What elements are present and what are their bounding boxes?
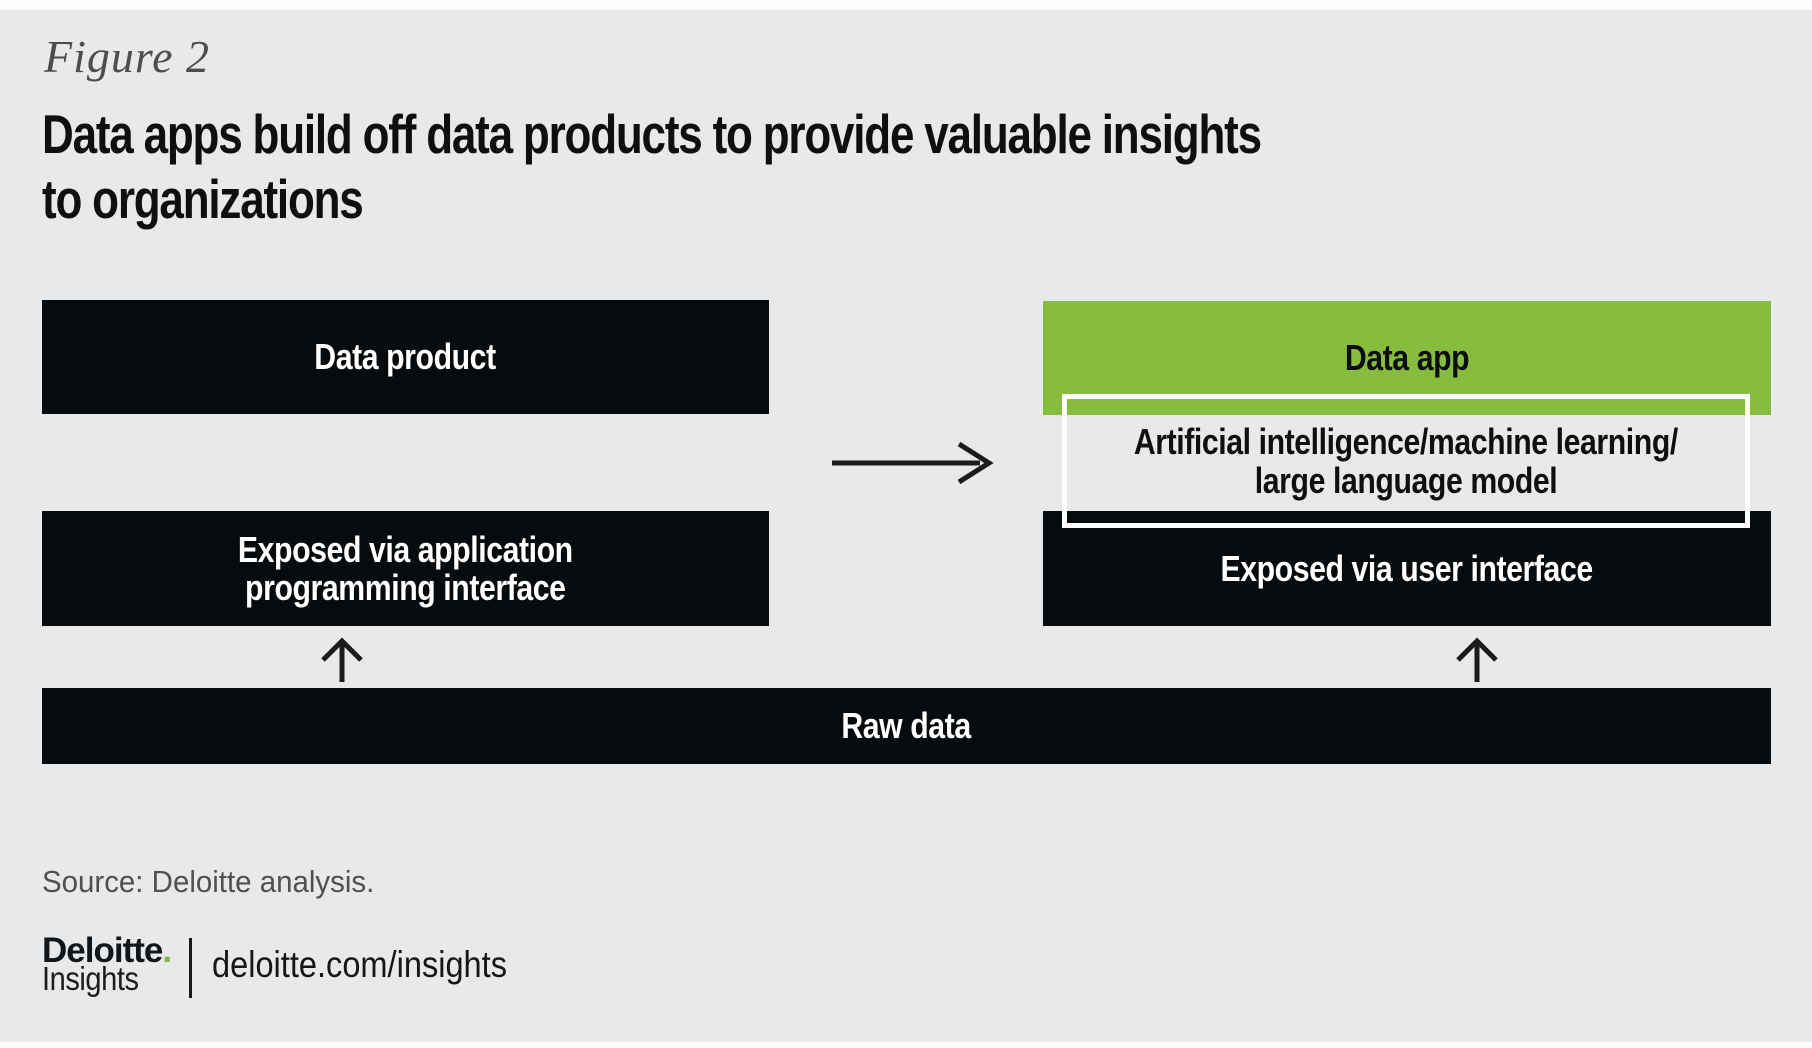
data-product-label: Data product — [314, 336, 497, 377]
raw-data-label: Raw data — [841, 705, 972, 746]
deloitte-logo-wordmark: Deloitte — [42, 931, 163, 970]
ui-box-label: Exposed via user interface — [1220, 547, 1594, 589]
page-title-line-2: to organizations — [42, 168, 364, 230]
deloitte-insights-label: Insights — [42, 960, 139, 997]
ai-overlay-box: Artificial intelligence/machine learning… — [1062, 394, 1750, 528]
figure-label: Figure 2 — [44, 31, 210, 82]
api-box-label: Exposed via application programming inte… — [238, 528, 573, 608]
deloitte-logo: Deloitte. — [42, 931, 172, 971]
ui-box: Exposed via user interface — [1043, 511, 1771, 626]
arrow-up-icon — [321, 637, 363, 682]
deloitte-logo-green-dot: . — [162, 931, 172, 970]
api-box-label-line-1: Exposed via application — [238, 528, 573, 570]
logo-divider — [189, 938, 192, 998]
source-note: Source: Deloitte analysis. — [42, 864, 375, 899]
data-app-label: Data app — [1344, 337, 1470, 378]
raw-data-box: Raw data — [42, 688, 1771, 764]
arrow-right-icon — [832, 441, 994, 485]
page-title-line-1: Data apps build off data products to pro… — [42, 103, 1262, 165]
page-title: Data apps build off data products to pro… — [42, 102, 1566, 232]
arrow-up-icon — [1456, 637, 1498, 682]
site-link[interactable]: deloitte.com/insights — [212, 944, 508, 985]
ai-overlay-label-line-1: Artificial intelligence/machine learning… — [1133, 421, 1679, 462]
ai-overlay-label-line-2: large language model — [1254, 460, 1558, 501]
api-box: Exposed via application programming inte… — [42, 511, 769, 626]
api-box-label-line-2: programming interface — [245, 566, 566, 608]
data-product-box: Data product — [42, 300, 769, 414]
